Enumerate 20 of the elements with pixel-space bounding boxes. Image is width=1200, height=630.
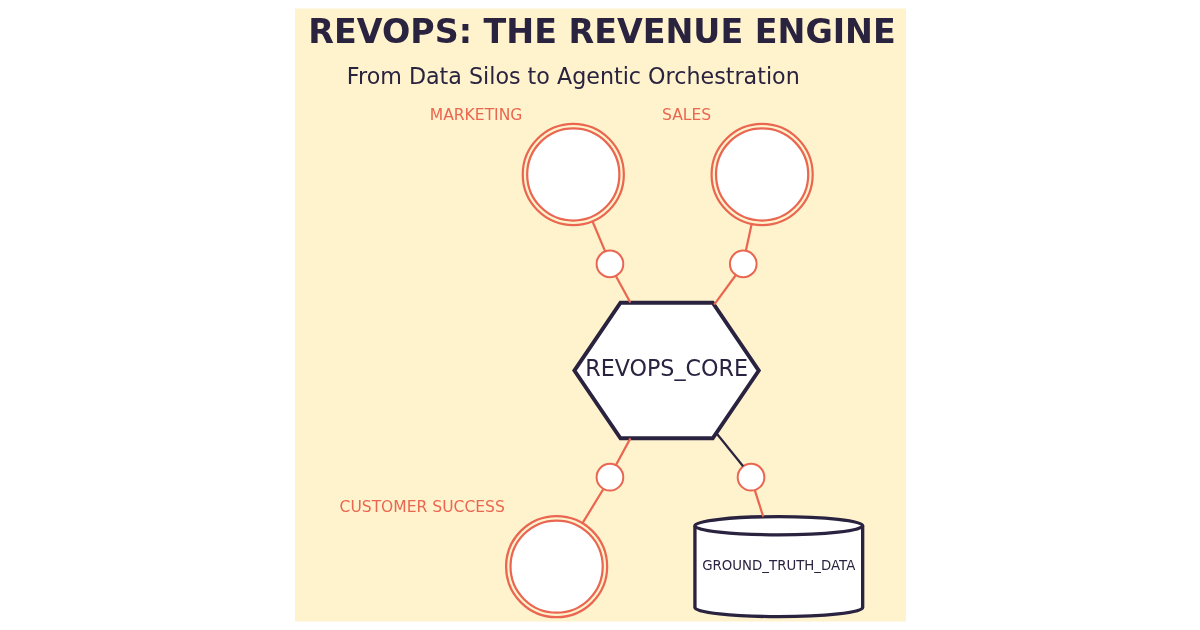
- node-label: MARKETING: [429, 105, 522, 124]
- connector: [715, 432, 744, 467]
- connector: [712, 274, 737, 306]
- node-circle: [736, 462, 765, 492]
- label: From Data Silos to Agentic Orchestration: [346, 62, 800, 89]
- connector: [753, 489, 764, 517]
- node-circle: [595, 462, 624, 492]
- node-circle: [521, 122, 625, 227]
- node-label: CUSTOMER SUCCESS: [339, 497, 505, 516]
- node-circle: [728, 249, 758, 279]
- connector: [614, 437, 631, 466]
- connector: [614, 275, 631, 304]
- connector: [744, 224, 753, 251]
- connector: [591, 221, 606, 252]
- node-circle: [504, 514, 608, 619]
- node-label: SALES: [661, 105, 711, 124]
- diagram-title: REVOPS: THE REVENUE ENGINE: [307, 11, 896, 51]
- connector: [581, 488, 604, 524]
- node-circle: [595, 249, 624, 279]
- node-circle: [710, 122, 814, 227]
